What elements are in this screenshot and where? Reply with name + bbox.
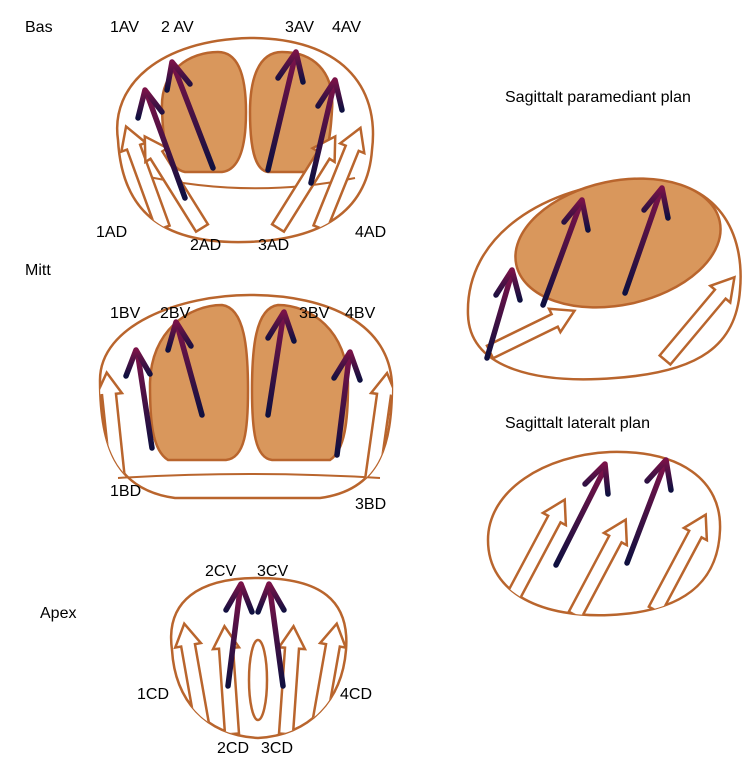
label-3av: 3AV (285, 20, 314, 36)
label-4av: 4AV (332, 20, 361, 36)
label-4ad: 4AD (355, 225, 386, 241)
label-1av: 1AV (110, 20, 139, 36)
label-2ad: 2AD (190, 238, 221, 254)
label-2cv: 2CV (205, 564, 236, 580)
section-label-mid: Mitt (25, 263, 51, 279)
label-3cd: 3CD (261, 741, 293, 757)
lateral-section (488, 452, 720, 621)
mid-section (94, 295, 400, 498)
label-4cd: 4CD (340, 687, 372, 703)
label-3ad: 3AD (258, 238, 289, 254)
label-2bv: 2BV (160, 306, 190, 322)
label-4bv: 4BV (345, 306, 375, 322)
section-label-apex: Apex (40, 606, 76, 622)
label-3bv: 3BV (299, 306, 329, 322)
label-1cd: 1CD (137, 687, 169, 703)
label-3bd: 3BD (355, 497, 386, 513)
base-section (114, 38, 373, 242)
section-label-base: Bas (25, 20, 53, 36)
label-1bd: 1BD (110, 484, 141, 500)
label-1bv: 1BV (110, 306, 140, 322)
apex-urethra (249, 640, 267, 720)
title-sagittal-lateral: Sagittalt lateralt plan (505, 413, 735, 435)
label-2cd: 2CD (217, 741, 249, 757)
title-sagittal-paramedian: Sagittalt paramediant plan (505, 87, 735, 109)
paramedian-section (468, 161, 744, 380)
label-2av: 2 AV (161, 20, 194, 36)
label-1ad: 1AD (96, 225, 127, 241)
label-3cv: 3CV (257, 564, 288, 580)
apex-section (171, 578, 349, 738)
